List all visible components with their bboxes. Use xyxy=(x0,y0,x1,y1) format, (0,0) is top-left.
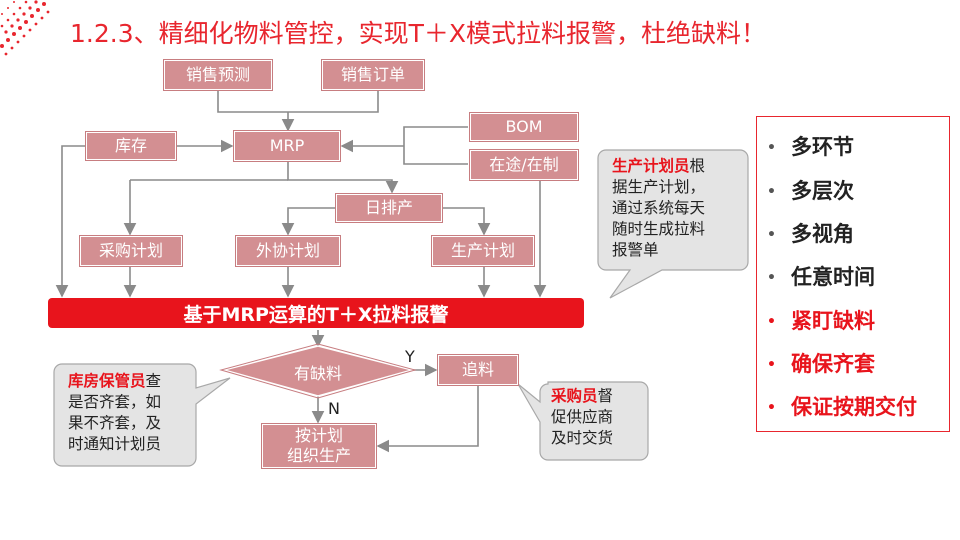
planner-callout-text: 生产计划员根 据生产计划， 通过系统每天 随时生成拉料 报警单 xyxy=(612,157,706,259)
yes-label: Y xyxy=(405,347,415,366)
panel-item: •任意时间 xyxy=(767,265,875,289)
planner-role: 生产计划员 xyxy=(612,157,690,175)
organize-line-2: 组织生产 xyxy=(286,446,351,465)
panel-item: •紧盯缺料 xyxy=(767,309,875,333)
warehouse-role: 库房保管员 xyxy=(68,372,146,390)
production-plan-box: 生产计划 xyxy=(432,236,534,266)
shortage-decision-diamond xyxy=(221,345,415,397)
inventory-box: 库存 xyxy=(86,132,176,160)
purchase-plan-box: 采购计划 xyxy=(80,236,182,266)
no-label: N xyxy=(328,399,340,418)
purchaser-callout-bubble xyxy=(517,381,649,461)
bullet-icon: • xyxy=(767,270,776,286)
organize-line-1: 按计划 xyxy=(294,426,343,445)
bullet-icon: • xyxy=(767,227,776,243)
panel-item: •确保齐套 xyxy=(767,352,875,376)
bullet-icon: • xyxy=(767,400,776,416)
daily-schedule-box: 日排产 xyxy=(336,194,442,222)
organize-production-box: 按计划 组织生产 xyxy=(262,424,376,468)
warehouse-callout-bubble xyxy=(53,363,231,467)
panel-item: •多视角 xyxy=(767,222,854,246)
sales-order-box: 销售订单 xyxy=(322,60,424,90)
purchaser-role: 采购员 xyxy=(551,387,598,405)
chase-material-box: 追料 xyxy=(438,355,518,385)
bullet-icon: • xyxy=(767,357,776,373)
bullet-icon: • xyxy=(767,314,776,330)
mrp-box: MRP xyxy=(234,131,340,161)
bullet-icon: • xyxy=(767,184,776,200)
decision-label: 有缺料 xyxy=(293,364,342,383)
panel-item: •多环节 xyxy=(767,135,854,159)
sales-forecast-box: 销售预测 xyxy=(164,60,272,90)
outsource-plan-box: 外协计划 xyxy=(236,236,340,266)
bullet-icon: • xyxy=(767,140,776,156)
decorative-dots xyxy=(0,0,50,56)
in-transit-box: 在途/在制 xyxy=(470,150,578,180)
page-title: 1.2.3、精细化物料管控，实现T＋X模式拉料报警，杜绝缺料！ xyxy=(70,19,767,48)
features-panel: •多环节 •多层次 •多视角 •任意时间 •紧盯缺料 •确保齐套 •保证按期交付 xyxy=(756,116,950,432)
panel-item: •多层次 xyxy=(767,179,854,203)
bom-box: BOM xyxy=(470,113,578,141)
warehouse-callout-text: 库房保管员查 是否齐套，如 果不齐套，及 时通知计划员 xyxy=(68,372,162,453)
panel-item: •保证按期交付 xyxy=(767,395,917,419)
planner-callout-bubble xyxy=(597,149,749,299)
purchaser-callout-text: 采购员督 促供应商 及时交货 xyxy=(551,387,614,447)
tx-alarm-banner: 基于MRP运算的T＋X拉料报警 xyxy=(48,298,584,328)
